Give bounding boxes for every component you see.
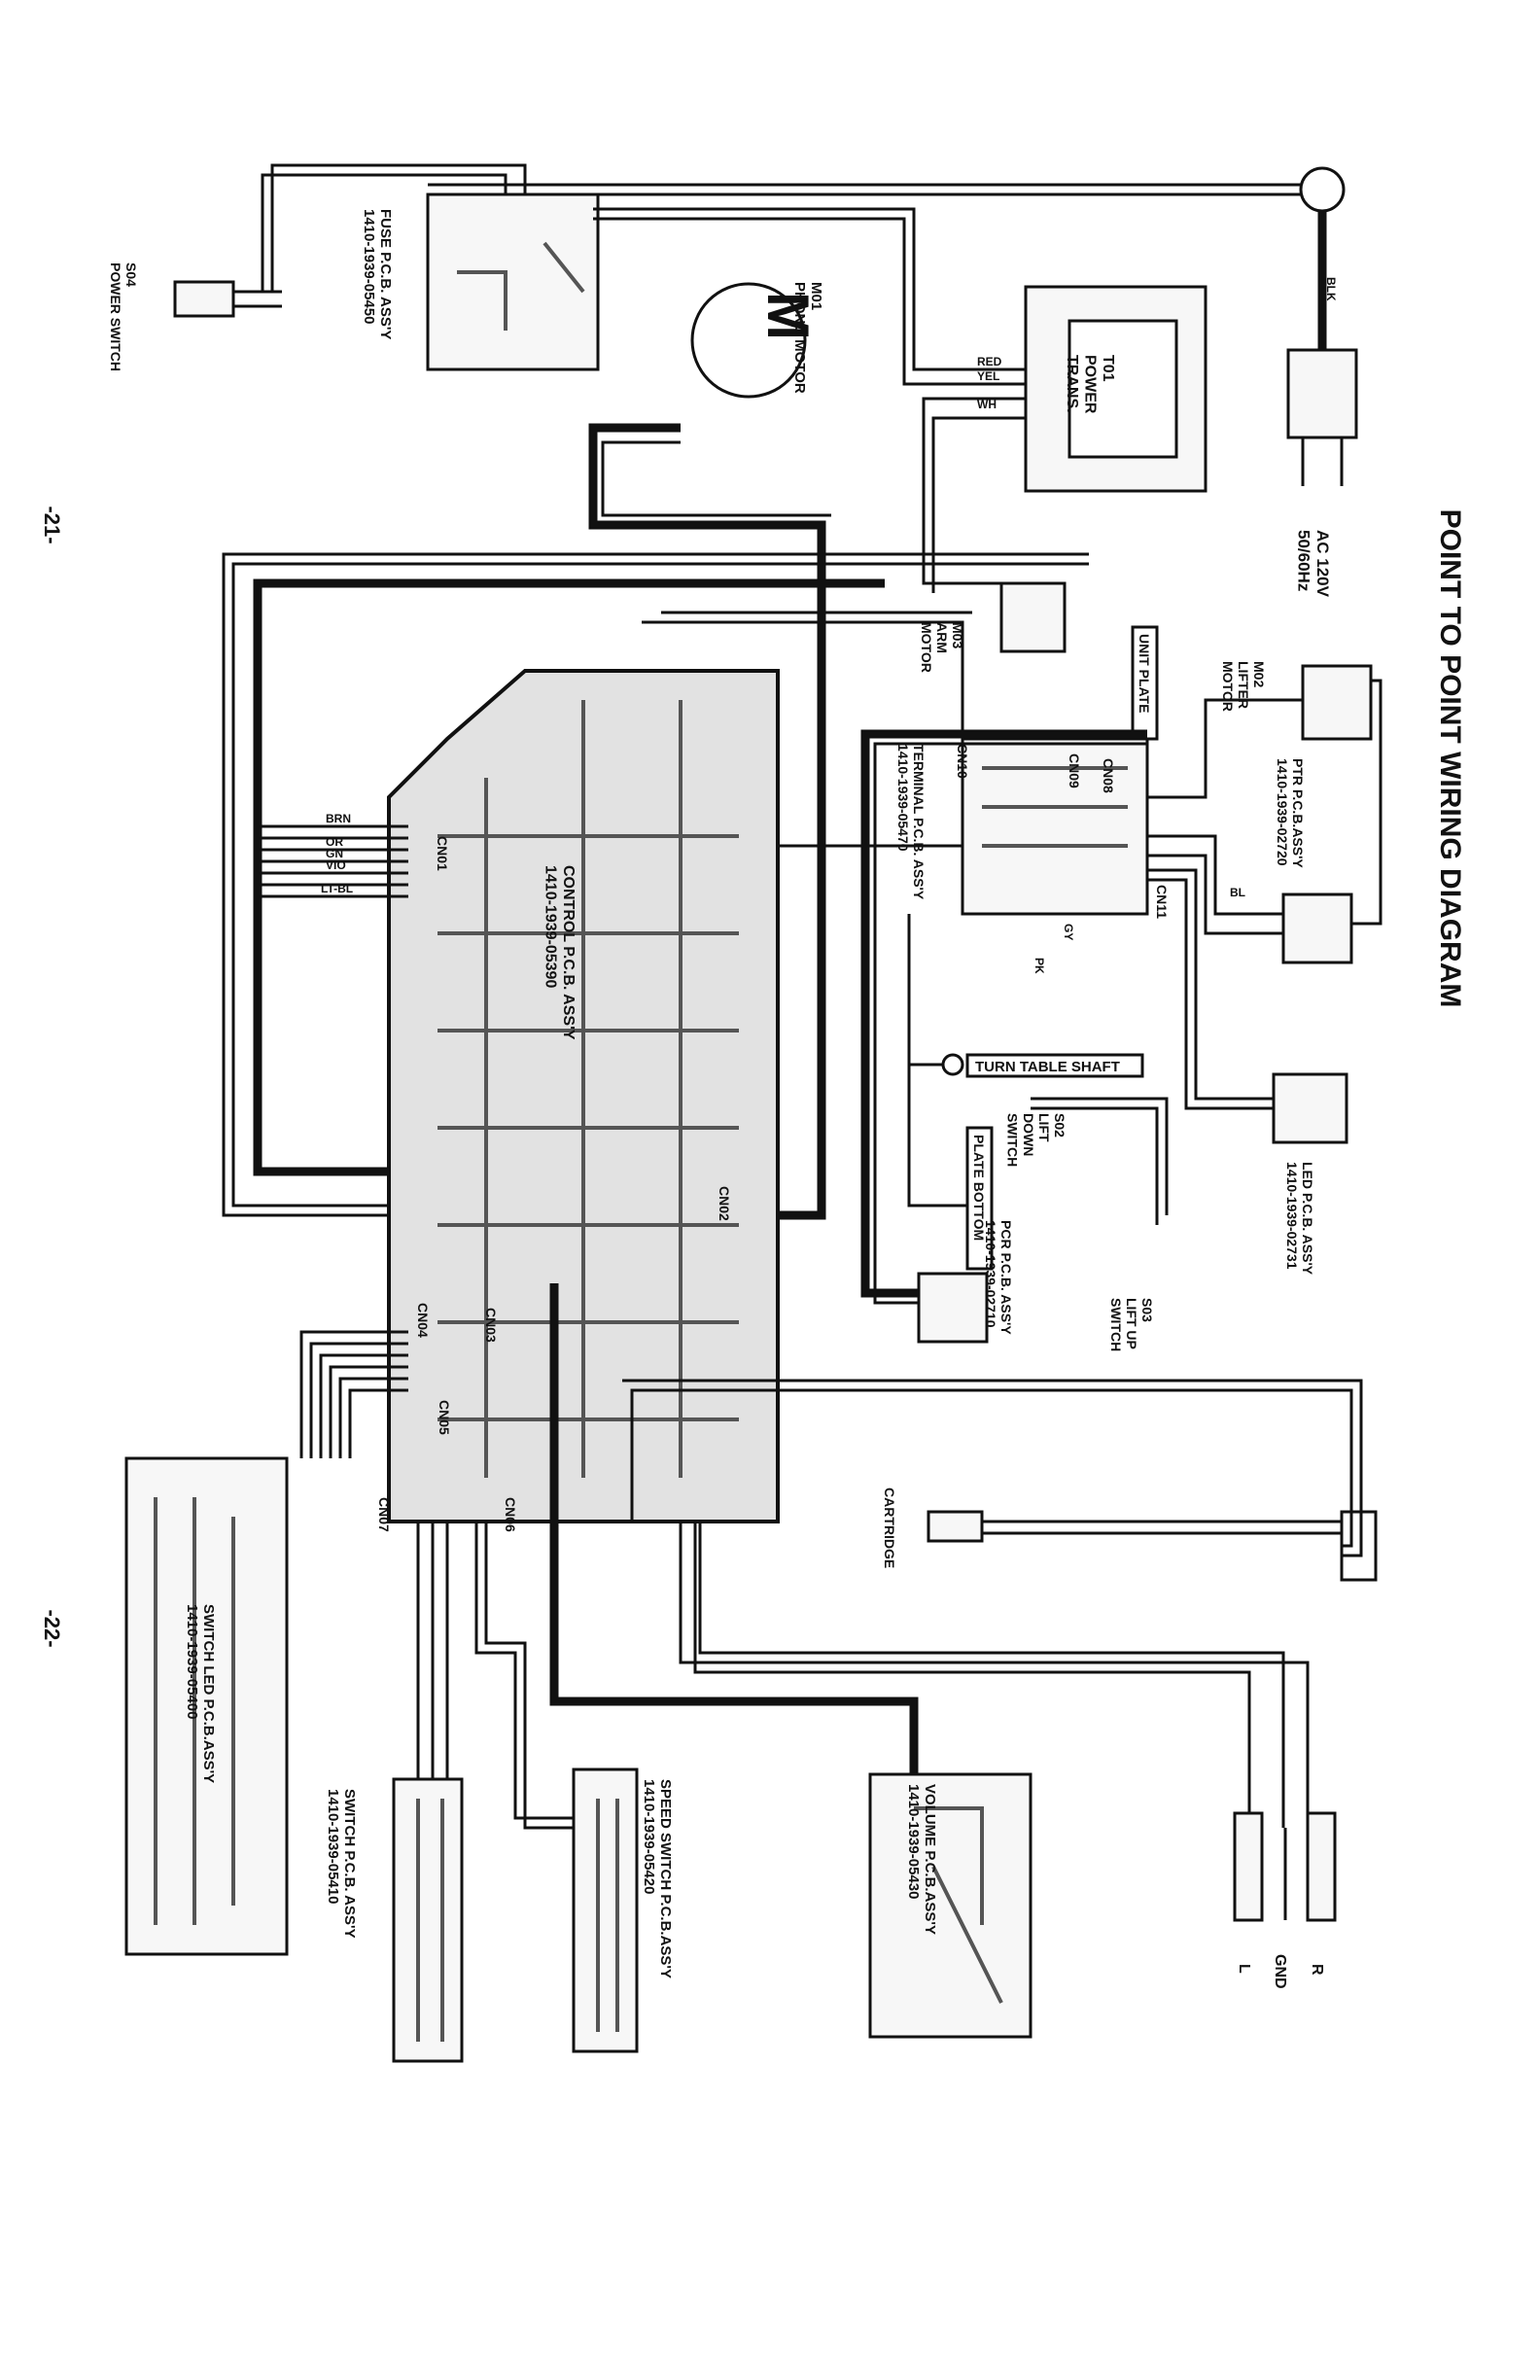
connector-cn08: CN08 (1101, 758, 1116, 793)
output-jacks: R GND L (1233, 1811, 1337, 1989)
s02-label: S02LIFTDOWNSWITCH (1005, 1113, 1068, 1167)
switch-led-pcb-label: SWITCH LED P.C.B.ASS'Y1410-1939-05400 (184, 1604, 217, 1783)
output-gnd-label: GND (1272, 1954, 1288, 1989)
connector-labels: CN01 CN02 CN03 CN04 CN05 CN06 CN07 CN08 … (376, 744, 1170, 1532)
led-pcb-label: LED P.C.B. ASS'Y1410-1939-02731 (1284, 1162, 1315, 1276)
switch-pcb: SWITCH P.C.B. ASS'Y1410-1939-05410 (325, 1777, 464, 2063)
terminal-pcb-label: TERMINAL P.C.B. ASS'Y1410-1939-05470 (895, 744, 927, 900)
led-pcb: LED P.C.B. ASS'Y1410-1939-02731 (1272, 1072, 1348, 1276)
turntable-shaft: TURN TABLE SHAFT (941, 1053, 1144, 1078)
ac-plug: AC 120V50/60Hz (1286, 166, 1358, 598)
connector-cn03: CN03 (483, 1308, 499, 1343)
wire-label-gn: GN (326, 847, 343, 860)
unit-plate-label: UNIT PLATE (1137, 634, 1152, 713)
switch-pcb-label: SWITCH P.C.B. ASS'Y1410-1939-05410 (325, 1789, 358, 1939)
wire-label-bl: BL (1230, 886, 1245, 899)
wire-label-vio: VIO (326, 858, 346, 872)
connector-cn10: CN10 (955, 744, 970, 779)
page-number-left: -21- (40, 506, 64, 543)
cartridge: CARTRIDGE (882, 1488, 1378, 1582)
volume-pcb: VOLUME P.C.B.ASS'Y1410-1939-05430 (868, 1772, 1032, 2039)
fuse-pcb-label: FUSE P.C.B. ASS'Y1410-1939-05450 (361, 209, 394, 339)
transformer-label: T01POWERTRANS. (1064, 355, 1116, 414)
wire-label-lt-bl: LT-BL (321, 882, 353, 895)
ac-plug-label: AC 120V50/60Hz (1294, 530, 1332, 598)
power-switch-label: S04POWER SWITCH (108, 262, 139, 371)
page-number-right: -22- (40, 1609, 64, 1647)
output-l-label: L (1236, 1964, 1252, 1974)
volume-pcb-label: VOLUME P.C.B.ASS'Y1410-1939-05430 (905, 1784, 938, 1935)
arm-motor: M03ARMMOTOR (919, 581, 1067, 673)
connector-cn01: CN01 (435, 836, 450, 871)
wire-color-labels: BLK RED YEL WH BRN OR GN VIO LT-BL BL GY… (321, 277, 1338, 974)
ptr-pcb-label: PTR P.C.B.ASS'Y1410-1939-02720 (1275, 758, 1306, 868)
fuse-pcb: FUSE P.C.B. ASS'Y1410-1939-05450 (361, 192, 600, 371)
connector-cn02: CN02 (717, 1186, 732, 1221)
connector-cn04: CN04 (415, 1303, 431, 1338)
turntable-shaft-label: TURN TABLE SHAFT (975, 1059, 1120, 1075)
connector-cn07: CN07 (376, 1497, 392, 1532)
connector-cn11: CN11 (1154, 885, 1170, 919)
speed-switch-pcb: SPEED SWITCH P.C.B.ASS'Y1410-1939-05420 (572, 1768, 674, 2053)
page-title: POINT TO POINT WIRING DIAGRAM (1434, 509, 1466, 1008)
wire-label-blk: BLK (1324, 277, 1338, 301)
control-pcb-label: CONTROL P.C.B. ASS'Y1410-1939-05390 (542, 865, 577, 1040)
phono-motor-label: M01PHONO MOTOR (791, 282, 824, 394)
output-r-label: R (1309, 1964, 1325, 1976)
cartridge-label: CARTRIDGE (882, 1488, 897, 1568)
lifter-motor-label: M02LIFTERMOTOR (1220, 661, 1267, 712)
power-transformer: T01POWERTRANS. (1024, 285, 1208, 493)
arm-motor-label: M03ARMMOTOR (919, 622, 965, 673)
switch-led-pcb: SWITCH LED P.C.B.ASS'Y1410-1939-05400 (124, 1456, 289, 1956)
speed-switch-pcb-label: SPEED SWITCH P.C.B.ASS'Y1410-1939-05420 (641, 1779, 674, 1978)
ptr-pcb: PTR P.C.B.ASS'Y1410-1939-02720 (1275, 758, 1353, 964)
wire-harness (222, 163, 1382, 1830)
power-switch: S04POWER SWITCH (108, 262, 282, 371)
wire-label-brn: BRN (326, 812, 351, 825)
wire-label-pk: PK (1032, 958, 1046, 974)
wire-label-gy: GY (1062, 924, 1075, 940)
pcr-pcb: PCR P.C.B. ASS'Y1410-1939-02710 (917, 1220, 1014, 1344)
wire-label-or: OR (326, 835, 343, 849)
connector-cn05: CN05 (437, 1400, 452, 1435)
connector-cn06: CN06 (503, 1497, 518, 1532)
plate-bottom: PLATE BOTTOM (965, 1126, 994, 1271)
wire-label-yel: YEL (977, 369, 999, 383)
wire-label-red: RED (977, 355, 1002, 368)
unit-plate: UNIT PLATE (1131, 625, 1159, 741)
terminal-pcb: TERMINAL P.C.B. ASS'Y1410-1939-05470 (895, 737, 1149, 916)
pcr-pcb-label: PCR P.C.B. ASS'Y1410-1939-02710 (983, 1220, 1014, 1335)
motor-symbol: M (755, 292, 821, 340)
connector-cn09: CN09 (1067, 753, 1082, 788)
wire-label-wh: WH (977, 398, 997, 411)
phono-motor: M M01PHONO MOTOR (690, 282, 824, 399)
plate-bottom-label: PLATE BOTTOM (971, 1135, 987, 1241)
control-pcb: CONTROL P.C.B. ASS'Y1410-1939-05390 (387, 669, 780, 1523)
s03-label: S03LIFT UPSWITCH (1108, 1298, 1155, 1351)
